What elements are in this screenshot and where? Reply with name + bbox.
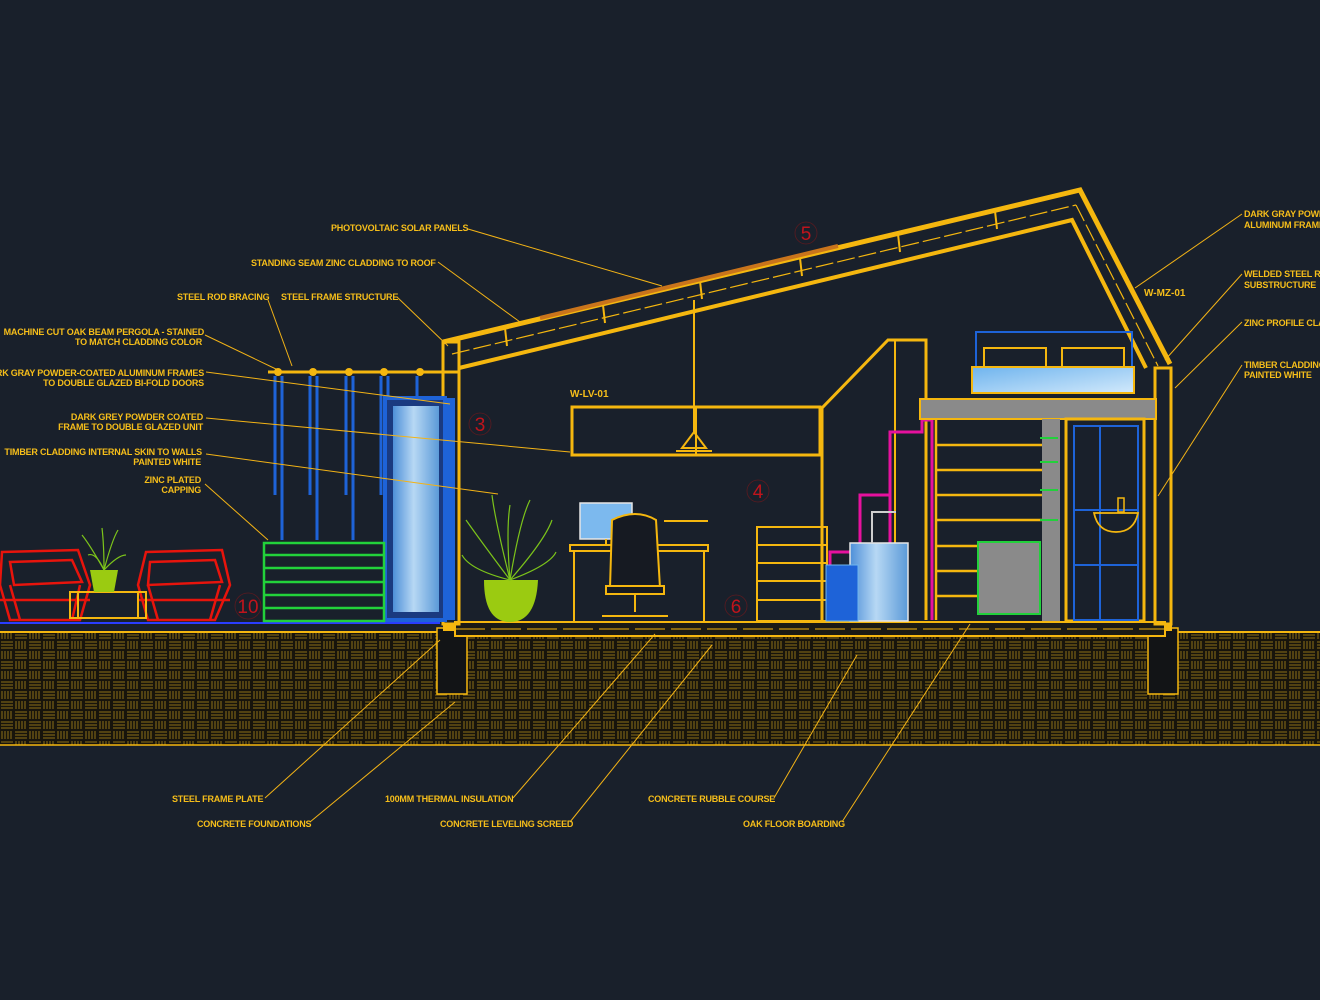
- bathroom-pod: [1064, 417, 1146, 623]
- label-steel-frame: STEEL FRAME STRUCTURE: [281, 292, 398, 302]
- label-oak-floor: OAK FLOOR BOARDING: [743, 819, 845, 829]
- label-insulation: 100MM THERMAL INSULATION: [385, 794, 513, 804]
- number-10: 10: [237, 597, 258, 618]
- pendant-lamp: [676, 300, 712, 452]
- room-numbers: 3 4 5 6 10: [234, 221, 818, 620]
- mezzanine-bed: [971, 331, 1135, 394]
- label-steel-rod: STEEL ROD BRACING: [177, 292, 270, 302]
- label-timber-internal-1: TIMBER CLADDING INTERNAL SKIN TO WALLS: [4, 447, 202, 457]
- annotation-labels: PHOTOVOLTAIC SOLAR PANELS STANDING SEAM …: [0, 209, 1320, 829]
- tag-window-mz: W-MZ-01: [1144, 288, 1186, 299]
- leader-lines: [204, 213, 1243, 823]
- label-screed: CONCRETE LEVELING SCREED: [440, 819, 574, 829]
- number-5: 5: [801, 224, 812, 245]
- small-potted-plant: [81, 527, 127, 592]
- label-right-alu-2: ALUMINUM FRAMES: [1244, 220, 1320, 230]
- water-heater: [825, 511, 909, 622]
- label-grey-frame-2: FRAME TO DOUBLE GLAZED UNIT: [58, 422, 204, 432]
- label-steel-plate: STEEL FRAME PLATE: [172, 794, 263, 804]
- label-welded-2: SUBSTRUCTURE: [1244, 280, 1316, 290]
- drawer-unit: [756, 526, 828, 622]
- outdoor-armchair-left: [0, 548, 92, 622]
- number-4: 4: [753, 482, 764, 503]
- label-pv-panels: PHOTOVOLTAIC SOLAR PANELS: [331, 223, 469, 233]
- office-chair: [602, 513, 668, 617]
- label-oak-pergola-1: MACHINE CUT OAK BEAM PERGOLA - STAINED: [4, 327, 205, 337]
- label-rubble: CONCRETE RUBBLE COURSE: [648, 794, 775, 804]
- label-welded-1: WELDED STEEL ROD: [1244, 269, 1320, 279]
- building-shell: [441, 187, 1173, 626]
- label-alu-frames-1: DARK GRAY POWDER-COATED ALUMINUM FRAMES: [0, 368, 204, 378]
- label-zinc-capping-1: ZINC PLATED: [144, 475, 201, 485]
- number-3: 3: [475, 415, 486, 436]
- label-timber-right-2: PAINTED WHITE: [1244, 370, 1312, 380]
- label-grey-frame-1: DARK GREY POWDER COATED: [71, 412, 204, 422]
- planter-box: [262, 541, 386, 623]
- ground-section: [0, 631, 1320, 746]
- indoor-potted-plant: [461, 494, 557, 622]
- mezzanine: [919, 398, 1157, 621]
- bifold-glazed-door: [383, 396, 455, 622]
- green-rungs: [1040, 437, 1058, 521]
- tag-window-lv: W-LV-01: [570, 389, 609, 400]
- outdoor-armchair-right: [136, 548, 232, 622]
- label-zinc-roof: STANDING SEAM ZINC CLADDING TO ROOF: [251, 258, 436, 268]
- label-timber-right-1: TIMBER CLADDING: [1244, 360, 1320, 370]
- label-right-alu-1: DARK GRAY POWDER-COATED: [1244, 209, 1320, 219]
- label-zinc-capping-2: CAPPING: [161, 485, 201, 495]
- label-zinc-profile: ZINC PROFILE CLADDING: [1244, 318, 1320, 328]
- number-6: 6: [731, 597, 742, 618]
- mezzanine-ladder: [934, 419, 1042, 620]
- label-oak-pergola-2: TO MATCH CLADDING COLOR: [75, 337, 203, 347]
- label-alu-frames-2: TO DOUBLE GLAZED BI-FOLD DOORS: [43, 378, 204, 388]
- kitchen-unit: [977, 541, 1041, 615]
- label-foundations: CONCRETE FOUNDATIONS: [197, 819, 312, 829]
- label-timber-internal-2: PAINTED WHITE: [133, 457, 201, 467]
